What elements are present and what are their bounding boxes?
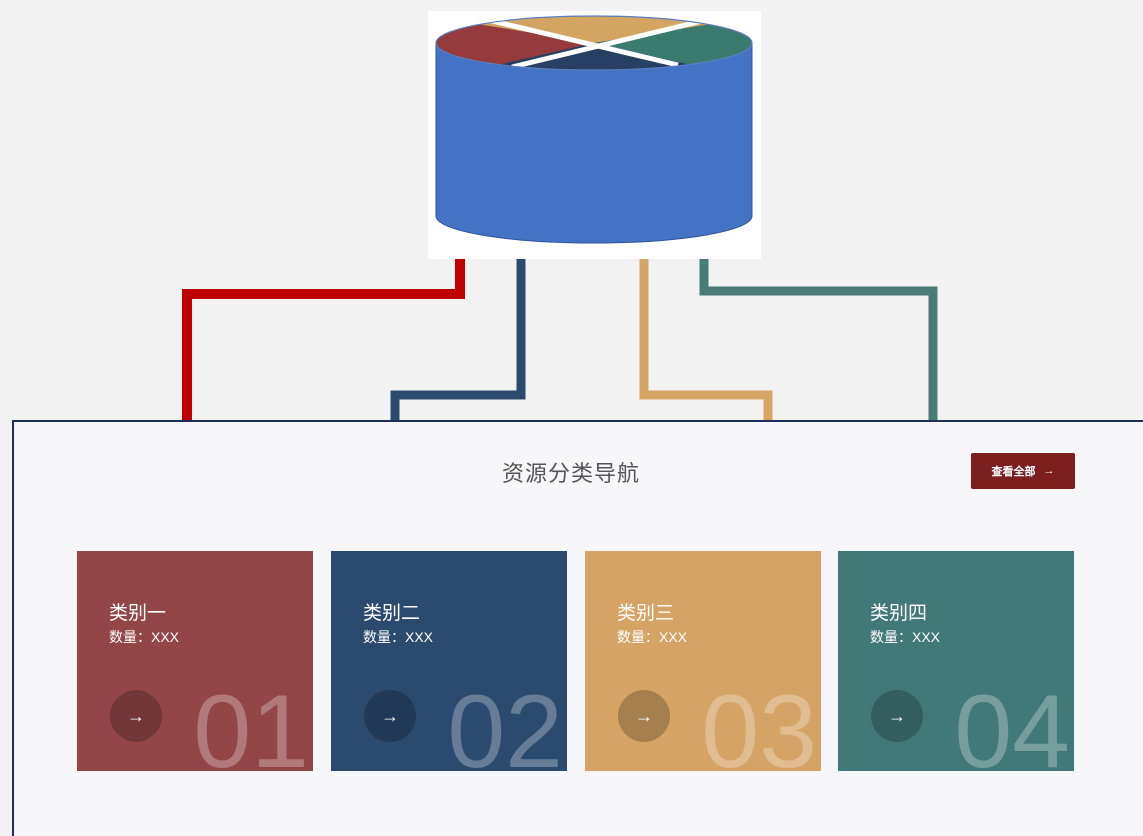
category-number: 02 bbox=[447, 674, 563, 771]
category-card-4[interactable]: 类别四 数量：XXX → 04 bbox=[838, 551, 1074, 771]
arrow-right-icon[interactable]: → bbox=[364, 690, 416, 742]
category-card-1[interactable]: 类别一 数量：XXX → 01 bbox=[77, 551, 313, 771]
category-count: 数量：XXX bbox=[617, 629, 688, 645]
panel-title: 资源分类导航 bbox=[502, 461, 641, 486]
category-name: 类别一 bbox=[109, 603, 167, 624]
arrow-right-icon: → bbox=[1043, 465, 1055, 477]
category-name: 类别四 bbox=[870, 603, 928, 624]
category-count: 数量：XXX bbox=[870, 629, 941, 645]
arrow-right-icon[interactable]: → bbox=[110, 690, 162, 742]
database-image bbox=[428, 11, 761, 259]
category-name: 类别二 bbox=[363, 603, 421, 624]
category-card-3[interactable]: 类别三 数量：XXX → 03 bbox=[585, 551, 821, 771]
category-number: 01 bbox=[193, 674, 309, 771]
category-count: 数量：XXX bbox=[363, 629, 434, 645]
category-name: 类别三 bbox=[617, 603, 675, 624]
view-all-label: 查看全部 bbox=[991, 466, 1036, 478]
view-all-button[interactable]: 查看全部 → bbox=[971, 453, 1075, 489]
category-number: 04 bbox=[954, 674, 1070, 771]
database-cylinder-icon bbox=[435, 15, 753, 244]
category-card-2[interactable]: 类别二 数量：XXX → 02 bbox=[331, 551, 567, 771]
arrow-right-icon[interactable]: → bbox=[618, 690, 670, 742]
arrow-right-icon[interactable]: → bbox=[871, 690, 923, 742]
category-number: 03 bbox=[701, 674, 817, 771]
category-count: 数量：XXX bbox=[109, 629, 180, 645]
